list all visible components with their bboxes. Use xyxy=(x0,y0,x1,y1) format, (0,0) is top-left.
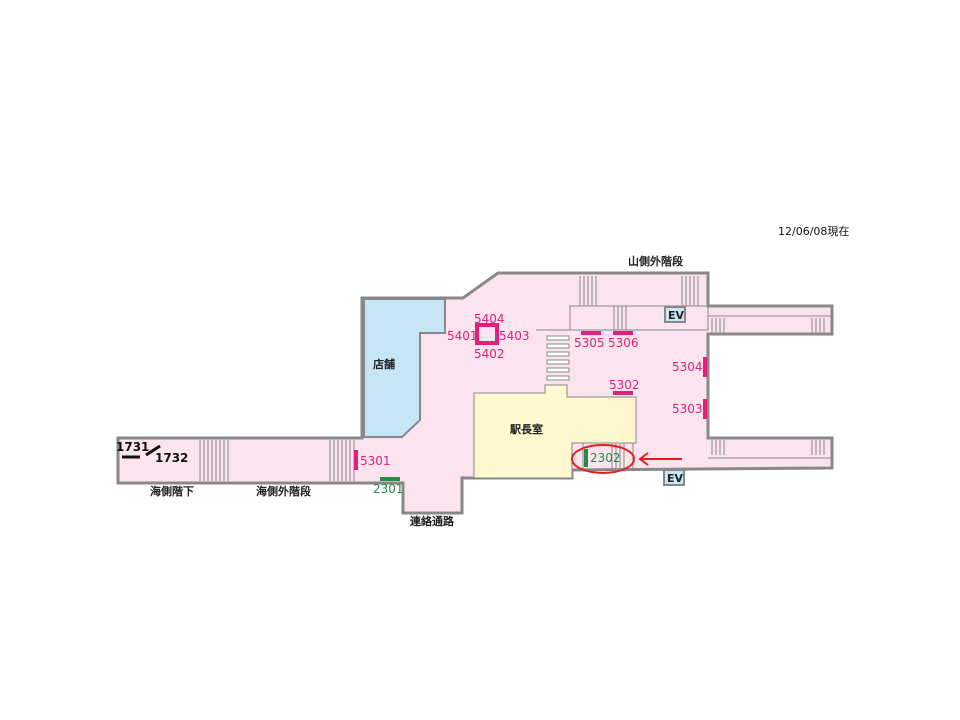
elevator-top xyxy=(664,306,686,323)
code-2301: 2301 xyxy=(373,482,404,496)
camera-markers xyxy=(354,323,707,470)
marker-2301 xyxy=(380,477,400,481)
date-label: 12/06/08現在 xyxy=(778,225,849,238)
sea-underpass-label: 海側階下 xyxy=(150,484,194,498)
code-5301: 5301 xyxy=(360,454,391,468)
marker-2302 xyxy=(584,449,588,467)
markers-1731-1732 xyxy=(122,444,161,459)
code-5403: 5403 xyxy=(499,329,530,343)
shop-label: 店舗 xyxy=(373,357,395,371)
mountain-stairs-label: 山側外階段 xyxy=(628,254,683,268)
sea-stairs-label: 海側外階段 xyxy=(256,484,311,498)
code-5402: 5402 xyxy=(474,347,505,361)
highlight-circle xyxy=(571,444,635,474)
code-5401: 5401 xyxy=(447,329,478,343)
code-1731: 1731 xyxy=(116,440,149,454)
elevator-bottom xyxy=(663,469,685,486)
code-5306: 5306 xyxy=(608,336,639,350)
stairs xyxy=(199,276,832,481)
code-5302: 5302 xyxy=(609,378,640,392)
code-5303: 5303 xyxy=(672,402,703,416)
code-1732: 1732 xyxy=(155,451,188,465)
elevator-bottom-label: EV xyxy=(667,472,684,485)
code-5304: 5304 xyxy=(672,360,703,374)
passage-label: 連絡通路 xyxy=(410,514,455,528)
code-5305: 5305 xyxy=(574,336,605,350)
shop-area xyxy=(363,298,446,438)
code-2302: 2302 xyxy=(590,451,621,465)
arrow-icon xyxy=(638,452,682,466)
code-5404: 5404 xyxy=(474,312,505,326)
station-master-label: 駅長室 xyxy=(509,422,543,436)
station-master-room xyxy=(473,384,637,479)
escalator-steps xyxy=(546,335,570,381)
elevator-top-label: EV xyxy=(668,309,685,322)
